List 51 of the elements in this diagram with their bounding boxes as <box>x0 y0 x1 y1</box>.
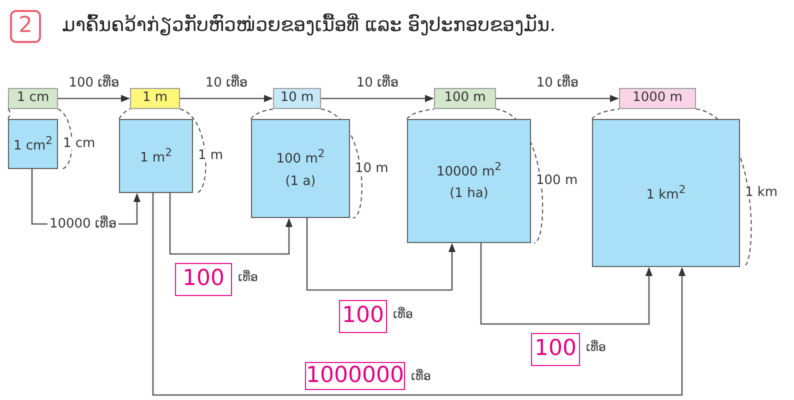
side-length-label: 1 m <box>198 149 224 162</box>
arrow <box>180 94 273 102</box>
arrow <box>321 94 434 102</box>
area-square <box>119 119 193 193</box>
area-text: 100 m$^{2}$ <box>276 148 325 167</box>
area-text: (1 ha) <box>450 187 488 202</box>
side-length-label: 1 cm <box>63 137 96 150</box>
side-length-label: 100 m <box>536 174 578 187</box>
edge-label: 100 ເທື່ອ <box>68 76 120 89</box>
length-text: 1 cm <box>16 91 50 106</box>
arrow <box>480 243 653 325</box>
length-text: 10 m <box>280 91 314 106</box>
times-word: ເທື່ອ <box>586 341 606 353</box>
area-square <box>8 119 58 169</box>
side-length-label: 1 km <box>745 186 778 199</box>
answer-number: 100 <box>342 304 384 329</box>
length-label-box <box>619 88 696 109</box>
length-label-box <box>273 88 321 109</box>
length-label-box <box>434 88 496 109</box>
length-text: 100 m <box>444 91 486 106</box>
length-text: 1000 m <box>632 91 682 106</box>
number-badge <box>10 10 41 43</box>
answer-number: 100 <box>182 267 224 292</box>
edge-label: 10000 ເທື່ອ <box>47 218 119 230</box>
length-label-box <box>130 88 180 109</box>
side-length-label: 10 m <box>355 162 388 174</box>
title: ມາຄົ້ນຄວ້າກ່ຽວກັບຫົວໜ່ວຍຂອງເນື້ອທີ່ ແລະ ອົງປະກອບຂອງມັນ. <box>62 14 556 36</box>
edge-label: 10 ເທື່ອ <box>355 76 400 89</box>
arrow <box>58 94 130 102</box>
times-word: ເທື່ອ <box>393 308 413 320</box>
length-label-box <box>8 88 58 109</box>
times-word: ເທື່ອ <box>238 271 258 283</box>
problem-number: 2 <box>18 14 32 39</box>
area-text: 1 km$^{2}$ <box>646 184 686 202</box>
area-text: 1 m$^{2}$ <box>140 146 172 166</box>
answer-box <box>175 263 232 296</box>
edge-label: 10 ເທື່ອ <box>204 76 249 89</box>
arrow <box>306 218 456 291</box>
length-text: 1 m <box>142 91 168 106</box>
edge-label: 10 ເທື່ອ <box>535 76 580 89</box>
area-text: 1 cm$^{2}$ <box>13 134 53 154</box>
times-word: ເທື່ອ <box>411 370 431 382</box>
area-square <box>251 119 350 218</box>
answer-number: 100 <box>534 337 576 362</box>
area-text: 10000 m$^{2}$ <box>436 160 502 180</box>
arrow <box>152 193 686 396</box>
arrow <box>496 94 619 102</box>
area-square <box>407 119 531 243</box>
arrow <box>169 193 293 255</box>
area-text: (1 a) <box>285 174 316 189</box>
answer-number: 1000000 <box>306 364 404 388</box>
